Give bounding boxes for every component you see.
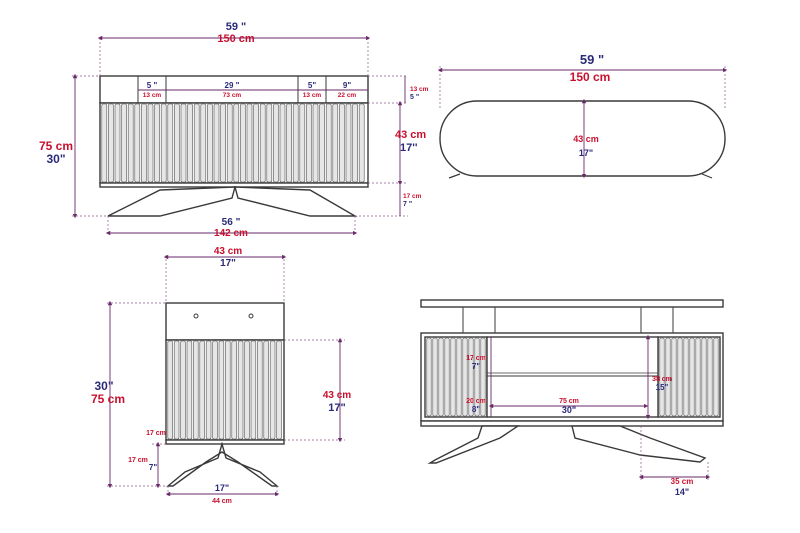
front-depth-in: 17'' [400,142,418,154]
back-inner-h-cm: 38 cm [652,376,672,383]
drawer-a-cm: 13 cm [143,92,162,99]
drawer-d-cm: 22 cm [338,92,357,99]
front-width-in: 59 " [226,21,247,33]
top-height-in: 5 " [410,94,419,101]
drawer-c-cm: 13 cm [303,92,322,99]
top-depth-cm: 43 cm [573,134,599,144]
side-leg-cm-upper: 17 cm [146,430,166,437]
top-width-cm: 150 cm [570,70,611,84]
drawer-b-cm: 73 cm [223,92,242,99]
front-view: 59 " 150 cm 5 " 13 cm 29 " 73 cm 5" 13 c… [39,21,429,239]
side-view: 43 cm 17" 30" 75 cm 43 cm 17" 17 cm 17 c… [91,246,351,505]
front-leg-cm: 17 cm [403,193,422,200]
drawer-b-in: 29 " [225,81,240,90]
back-fluted-panel-right [659,337,719,417]
side-body-cm: 43 cm [323,390,351,401]
front-fluted-panel [101,103,365,183]
back-inner-w-in: 30" [562,405,576,415]
drawer-d-in: 9" [343,81,351,90]
front-leg-in: 7 " [403,201,412,208]
top-depth-in: 17" [579,148,593,158]
back-shelf-b-in: 8" [472,405,480,414]
drawer-c-in: 5" [308,81,316,90]
front-base-in: 56 " [222,217,241,228]
top-height-cm: 13 cm [410,86,429,93]
back-inner-w-cm: 75 cm [559,398,579,405]
front-height-in: 30" [46,152,65,166]
back-inner-h-in: 15" [656,383,669,392]
back-shelf-a-in: 7" [472,362,480,371]
back-fluted-panel-left [426,337,486,417]
side-top-in: 17" [220,258,236,269]
drawer-a-in: 5 " [147,81,158,90]
side-leg-cm: 17 cm [128,457,148,464]
side-top-cm: 43 cm [214,246,242,257]
side-leg-in: 7" [149,463,157,472]
side-base-in: 17" [215,483,229,493]
side-height-cm: 75 cm [91,392,125,406]
top-width-in: 59 " [580,52,604,67]
front-width-cm: 150 cm [217,33,255,45]
back-leg-in: 14" [675,487,689,497]
top-view: 59 " 150 cm 43 cm 17" [437,52,728,179]
front-height-cm: 75 cm [39,139,73,153]
front-depth-cm: 43 cm [395,129,426,141]
back-leg-cm: 35 cm [671,477,694,486]
back-view: 17 cm 7" 20 cm 8" 75 cm 30" 38 cm 15" 35… [420,299,724,497]
side-fluted-panel [167,340,282,440]
back-shelf-a-cm: 17 cm [466,355,486,362]
side-base-cm: 44 cm [212,498,232,505]
side-body-in: 17" [328,402,345,414]
back-shelf-b-cm: 20 cm [466,398,486,405]
front-base-cm: 142 cm [214,228,248,239]
side-height-in: 30" [94,379,113,393]
